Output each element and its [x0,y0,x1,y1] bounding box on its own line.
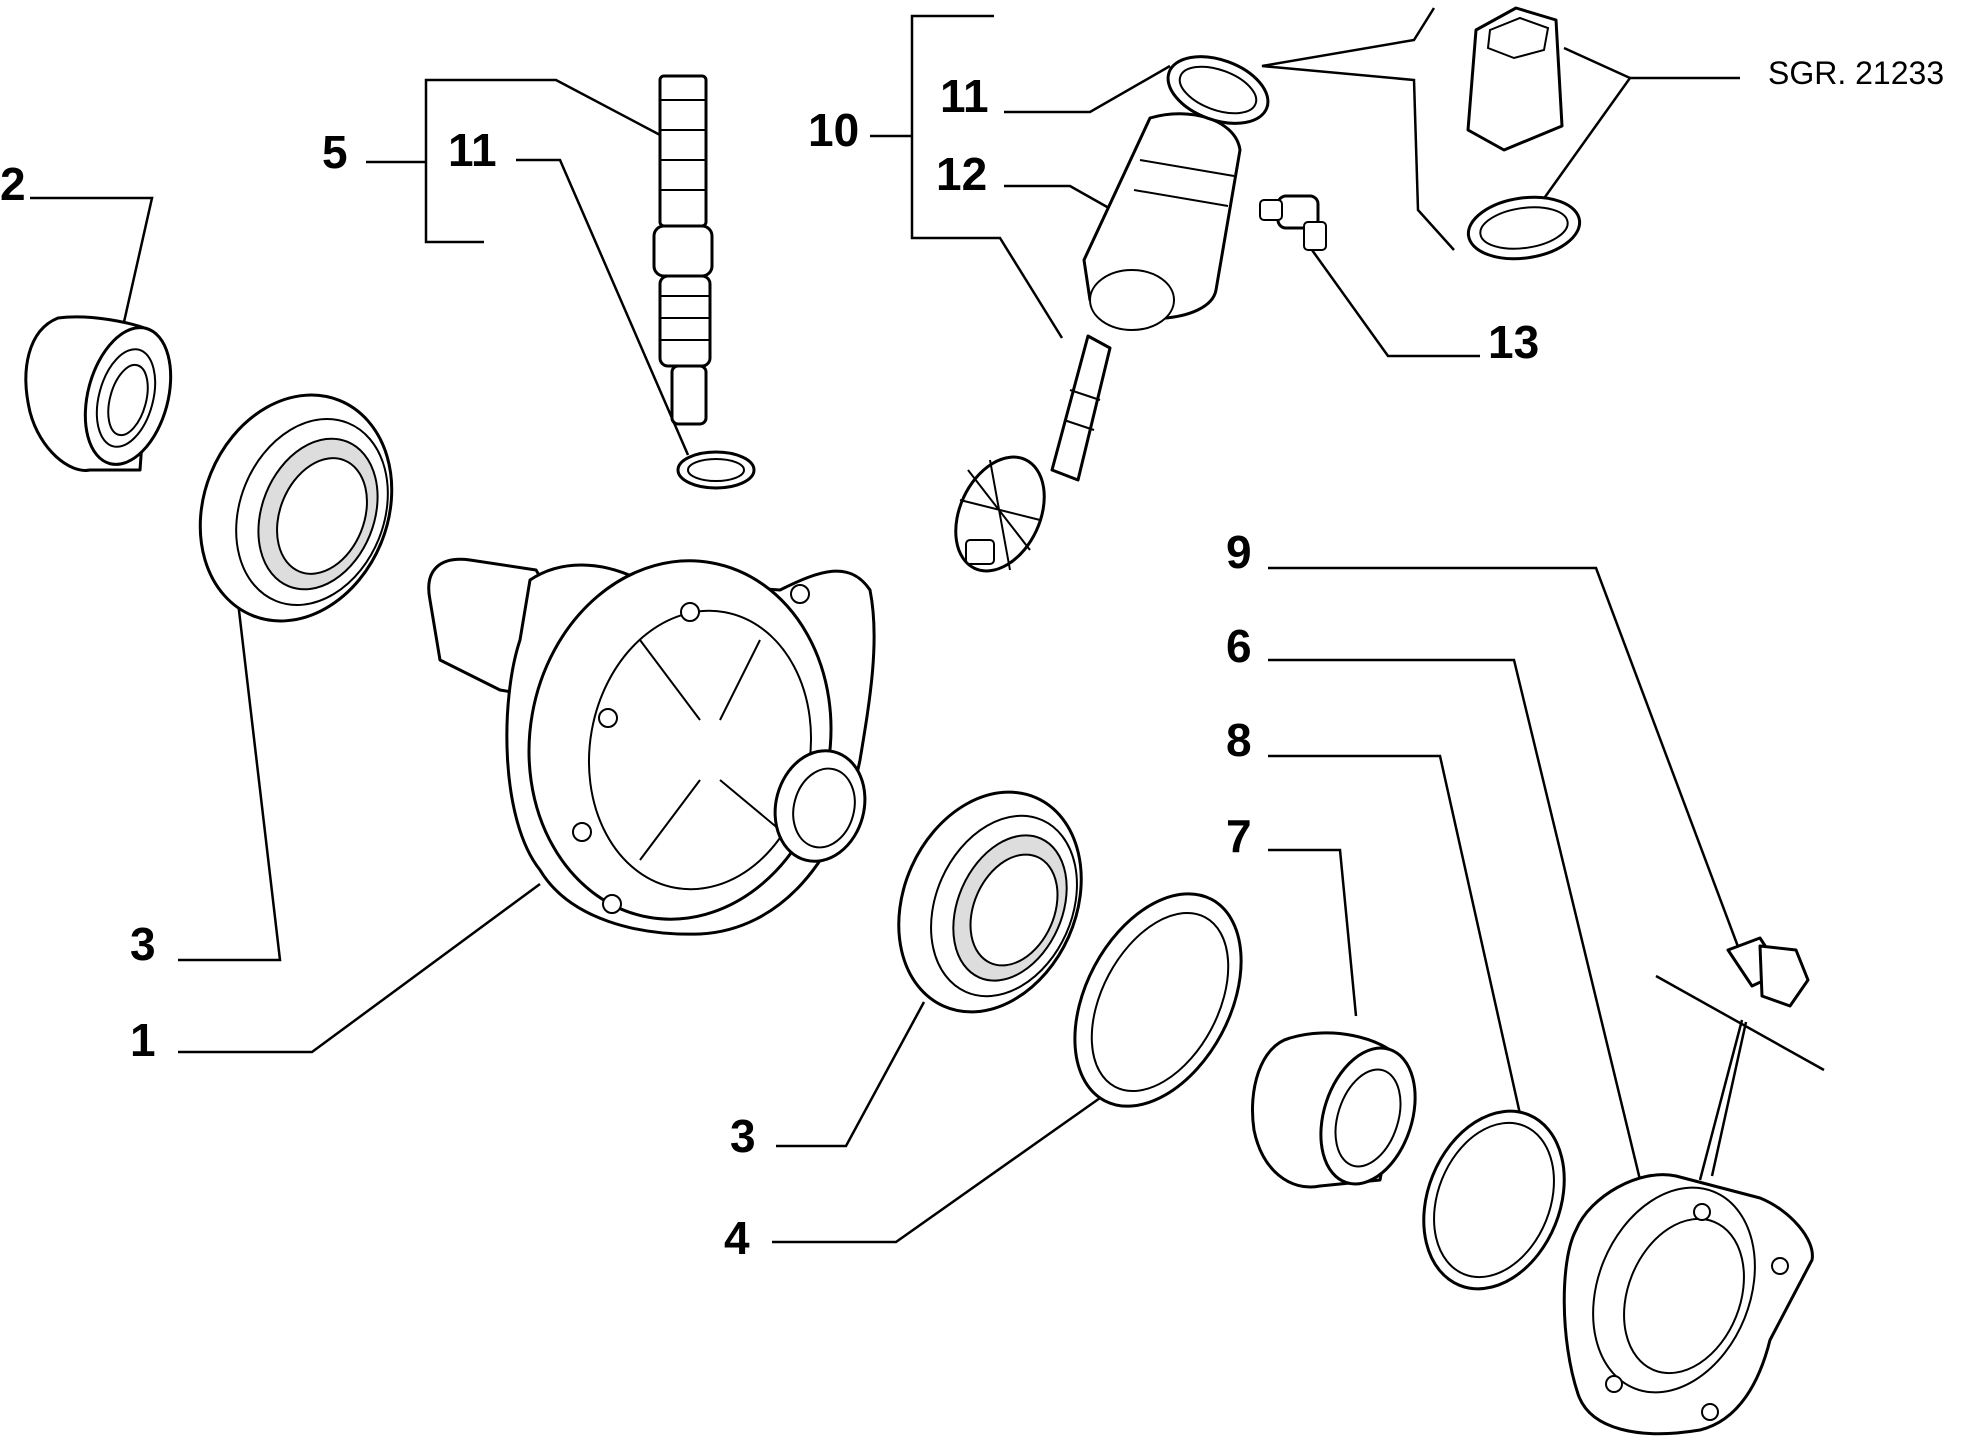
part-3-bearing-lower [897,790,1083,1014]
leader-line-11-right [1004,64,1171,114]
leader-line-3-left [178,601,282,962]
leader-line-2 [30,196,154,323]
callout-9: 9 [1226,526,1252,578]
reference-bracket [1261,7,1455,251]
leader-line-3-lower [776,1001,926,1148]
leader-line-12 [1004,184,1117,214]
part-9-bolt [1726,936,1810,1008]
leader-line-4 [772,1096,1101,1244]
leader-line-8 [1268,754,1522,1115]
callout-6: 6 [1226,620,1252,672]
callout-12: 12 [936,148,987,200]
callout-11-left: 11 [448,124,497,176]
callout-10: 10 [808,104,859,156]
callout-labels: 2 3 1 3 4 5 11 10 11 12 13 SGR. 21233 9 … [0,55,1944,1264]
reference-code: SGR. 21233 [1768,55,1944,91]
callout-8: 8 [1226,714,1252,766]
callout-13: 13 [1488,316,1539,368]
part-10-pinion-gear [954,334,1112,573]
part-7-bearing-cup [1251,1031,1417,1189]
callout-7: 7 [1226,810,1252,862]
leader-line-sgr [1538,76,1740,205]
leader-bracket-5 [424,78,663,244]
callout-3-lower: 3 [730,1110,756,1162]
leader-line-9 [1268,566,1742,953]
leader-lines [30,7,1825,1244]
part-11-oring-right [1166,55,1270,125]
leader-bracket-10 [910,14,1064,339]
ring-sgr [1466,195,1582,261]
part-1-differential-housing [427,557,876,936]
leader-line-6 [1268,658,1644,1189]
leader-line-11-left [516,158,690,456]
part-2-bearing-cup [24,315,173,472]
part-11-oring-left [676,450,756,490]
leader-line-1 [178,882,541,1054]
part-5-selector-shaft [652,74,714,426]
callout-2: 2 [0,158,26,210]
callout-3-left: 3 [130,918,156,970]
callout-5: 5 [322,126,348,178]
part-3-bearing-left [198,393,394,623]
leader-line-sgr-top [1563,46,1631,80]
part-6-flange-cover [1562,1173,1814,1436]
mount-line-b [1698,1019,1744,1181]
tool-socket-sgr [1466,6,1564,152]
leader-line-7 [1268,848,1358,1017]
callout-4: 4 [724,1212,750,1264]
part-4-seal [1073,892,1243,1108]
leader-line-13 [1310,249,1480,358]
mount-line-c [1710,1021,1748,1177]
part-8-shim [1422,1109,1566,1291]
callout-1: 1 [130,1014,156,1066]
part-13-screw [1259,194,1327,251]
callout-11-right: 11 [940,70,989,122]
part-12-cover [1082,112,1242,331]
